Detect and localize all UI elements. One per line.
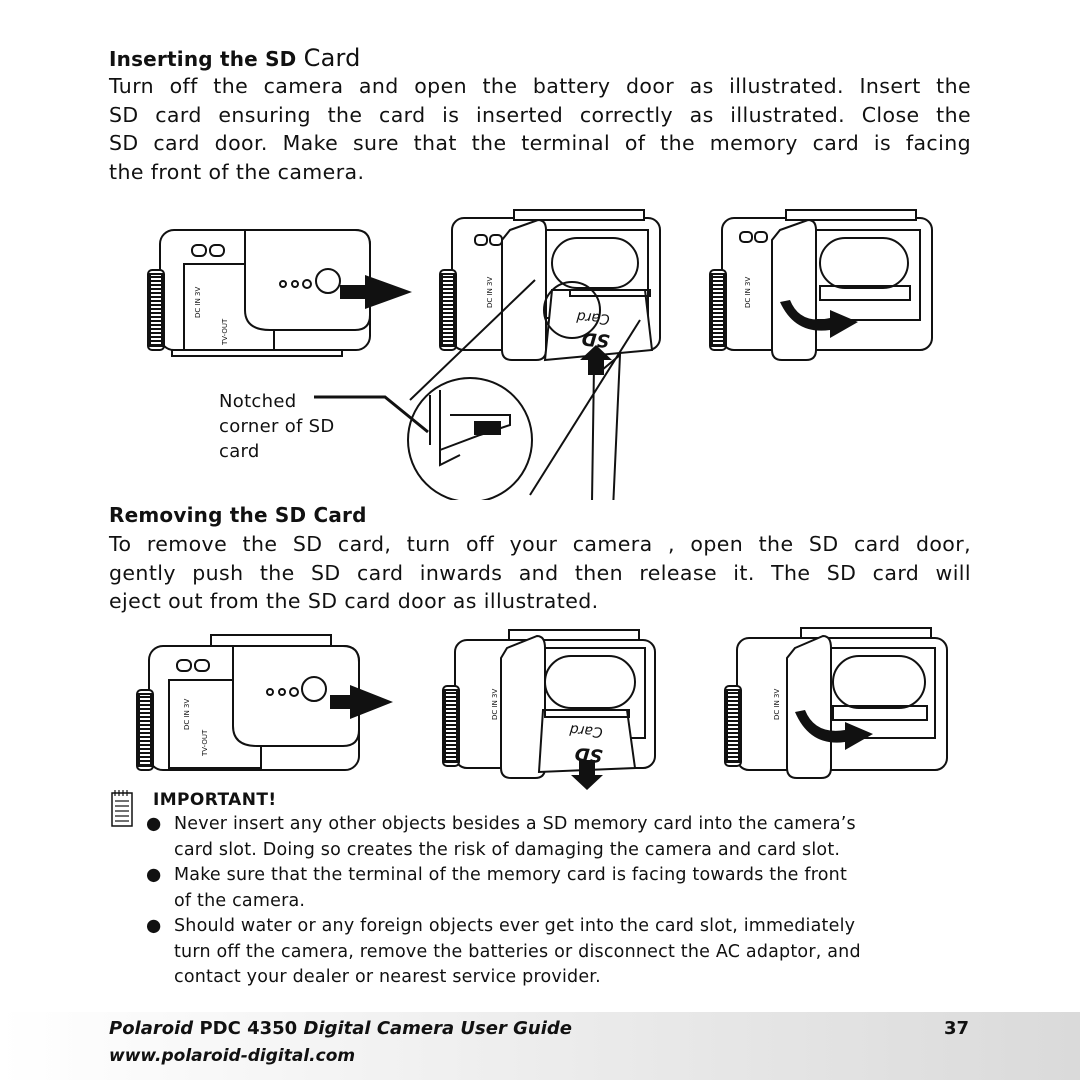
curved-arrow-icon xyxy=(795,710,873,750)
callout-line: card xyxy=(219,441,260,462)
camera-closed-illustration xyxy=(136,634,360,771)
camera-closed-illustration xyxy=(147,229,371,357)
list-item: ● Make sure that the terminal of the mem… xyxy=(146,863,976,914)
bullet-line: turn off the camera, remove the batterie… xyxy=(174,941,861,962)
callout-pointer-line xyxy=(314,395,429,434)
bullet-line: of the camera. xyxy=(174,890,306,911)
card-text: Card xyxy=(576,308,610,327)
important-list: ● Never insert any other objects besides… xyxy=(146,812,976,991)
zoom-detail-illustration xyxy=(407,279,641,500)
section-heading-removing: Removing the SD Card xyxy=(109,503,367,527)
removing-paragraph: To remove the SD card, turn off your cam… xyxy=(109,530,971,616)
bullet-line: contact your dealer or nearest service p… xyxy=(174,967,601,987)
card-text: Card xyxy=(569,721,603,740)
dc-in-label: DC IN 3V xyxy=(194,287,202,318)
bullet-line: Never insert any other objects besides a… xyxy=(174,814,856,834)
list-item: ● Never insert any other objects besides… xyxy=(146,812,976,863)
bullet-line: card slot. Doing so creates the risk of … xyxy=(174,839,841,860)
page-footer xyxy=(0,1012,1080,1080)
tv-out-label: TV-OUT xyxy=(221,318,229,346)
paragraph-line: the front of the camera. xyxy=(109,159,365,184)
arrow-right-icon xyxy=(330,685,393,719)
arrow-right-icon xyxy=(340,275,412,309)
paragraph-line: gently push the SD card inwards and then… xyxy=(109,560,971,585)
footer-model: PDC 4350 xyxy=(199,1018,298,1039)
section-heading-inserting: Inserting the SD Card xyxy=(109,44,361,72)
arrow-up-icon xyxy=(580,345,612,375)
footer-url[interactable]: www.polaroid-digital.com xyxy=(109,1046,356,1066)
bullet-line: Should water or any foreign objects ever… xyxy=(174,916,856,936)
bullet-line: Make sure that the terminal of the memor… xyxy=(174,865,848,885)
heading-card-word: Card xyxy=(303,44,361,72)
paragraph-line: Turn off the camera and open the battery… xyxy=(109,74,971,98)
dc-in-label: DC IN 3V xyxy=(183,699,191,730)
notched-corner-callout: Notched corner of SD card xyxy=(219,389,335,464)
paragraph-line: eject out from the SD card door as illus… xyxy=(109,589,599,613)
curved-arrow-icon xyxy=(780,300,858,338)
camera-door-open-illustration xyxy=(442,629,656,779)
dc-in-label: DC IN 3V xyxy=(486,277,494,308)
tv-out-label: TV-OUT xyxy=(201,729,209,757)
list-item: ● Should water or any foreign objects ev… xyxy=(146,914,976,991)
page-number: 37 xyxy=(944,1018,970,1039)
callout-line: Notched xyxy=(219,391,297,412)
camera-door-closing-illustration xyxy=(724,627,948,779)
footer-brand: Polaroid xyxy=(109,1018,194,1039)
sd-logo: SD xyxy=(581,328,611,351)
callout-line: corner of SD xyxy=(219,416,335,437)
camera-door-closing-illustration xyxy=(709,209,933,361)
paragraph-line: SD card ensuring the card is inserted co… xyxy=(109,102,971,127)
important-title: IMPORTANT! xyxy=(153,790,277,810)
dc-in-label: DC IN 3V xyxy=(744,277,752,308)
heading-text: Inserting the SD xyxy=(109,47,297,71)
footer-title: Polaroid PDC 4350 Digital Camera User Gu… xyxy=(109,1018,572,1039)
remove-illustrations: DC IN 3V TV-OUT DC IN 3V DC IN 3V SD Car… xyxy=(136,627,948,790)
dc-in-label: DC IN 3V xyxy=(491,689,499,720)
paragraph-line: SD card door. Make sure that the termina… xyxy=(109,131,971,155)
dc-in-label: DC IN 3V xyxy=(773,689,781,720)
arrow-down-icon xyxy=(571,760,603,790)
note-pad-icon xyxy=(111,789,133,827)
camera-door-open-illustration xyxy=(439,209,661,500)
bullet-icon: ● xyxy=(146,865,162,885)
bullet-icon: ● xyxy=(146,916,162,936)
insert-illustrations: DC IN 3V TV-OUT DC IN 3V DC IN 3V SD Car… xyxy=(147,209,933,500)
bullet-icon: ● xyxy=(146,814,162,834)
footer-guide: Digital Camera User Guide xyxy=(303,1018,572,1039)
paragraph-line: To remove the SD card, turn off your cam… xyxy=(109,532,971,556)
inserting-paragraph: Turn off the camera and open the battery… xyxy=(109,72,971,186)
